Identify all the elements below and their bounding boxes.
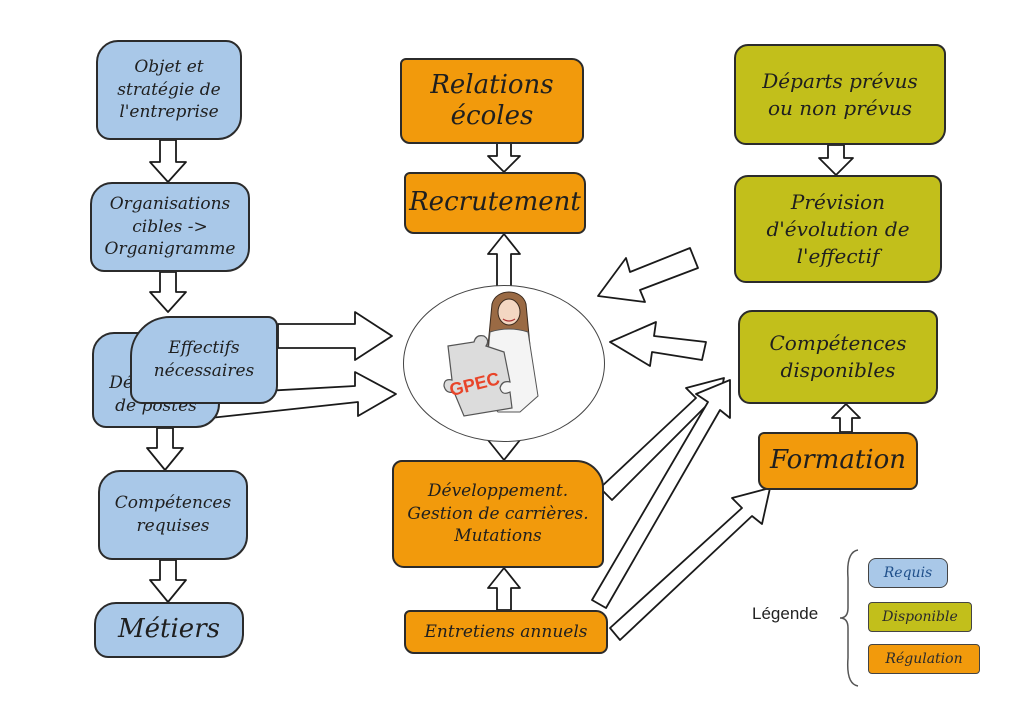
arrow-down [146, 427, 184, 471]
text-line: requises [136, 516, 210, 536]
box-recrutement: Recrutement [404, 172, 586, 234]
arrow-down [487, 142, 521, 173]
text-line: Compétences [114, 493, 232, 514]
text-line: Développement. [427, 480, 569, 501]
text-line: stratégie de [117, 79, 221, 100]
arrow-down [149, 139, 187, 183]
arrow-down [149, 559, 187, 603]
text-line: Compétences [769, 331, 907, 355]
legend-label: Requis [883, 565, 933, 581]
text-line: Formation [769, 445, 907, 476]
text-line: écoles [450, 101, 534, 131]
arrow-up [487, 233, 521, 289]
text-line: Métiers [118, 614, 220, 645]
arrow-left [597, 247, 699, 303]
legend-label: Régulation [885, 651, 963, 667]
person-illustration: GPEC [443, 291, 539, 417]
text-line: l'entreprise [119, 102, 219, 123]
legend-item-regulation: Régulation [868, 644, 980, 674]
text-line: Prévision [790, 189, 886, 214]
arrow-right [209, 371, 397, 419]
text-line: cibles -> [132, 216, 208, 237]
text-line: Relations [430, 69, 554, 100]
box-organisations-cibles: Organisations cibles -> Organigramme [90, 182, 250, 272]
box-formation: Formation [758, 432, 918, 490]
text-line: Organigramme [104, 239, 236, 260]
arrow-diagonal [591, 379, 731, 609]
legend-brace [839, 549, 859, 687]
text-line: d'évolution de [766, 216, 910, 241]
legend-title: Légende [752, 604, 819, 623]
text-line: l'effectif [796, 243, 880, 268]
gpec-circle: GPEC [403, 285, 605, 442]
legend-item-disponible: Disponible [868, 602, 972, 632]
box-developpement: Développement. Gestion de carrières. Mut… [392, 460, 604, 568]
box-prevision-evolution: Prévision d'évolution de l'effectif [734, 175, 942, 283]
text-line: Entretiens annuels [424, 621, 588, 642]
text-line: Départs prévus [762, 68, 918, 93]
text-line: Gestion de carrières. [407, 503, 589, 524]
arrow-up [487, 567, 521, 611]
box-competences-disponibles: Compétences disponibles [738, 310, 938, 404]
text-line: ou non prévus [767, 95, 913, 120]
text-line: Organisations [109, 193, 231, 214]
text-line: Mutations [454, 526, 542, 547]
legend-label: Disponible [882, 609, 958, 625]
arrow-up [831, 403, 861, 433]
arrow-diagonal [609, 487, 771, 641]
text-line: Effectifs [168, 338, 240, 359]
box-relations-ecoles: Relations écoles [400, 58, 584, 144]
arrow-left [609, 321, 707, 367]
arrow-right [277, 311, 393, 361]
box-effectifs-necessaires: Effectifs nécessaires [130, 316, 278, 404]
legend-item-requis: Requis [868, 558, 948, 588]
box-metiers: Métiers [94, 602, 244, 658]
text-line: disponibles [780, 358, 896, 382]
text-line: nécessaires [153, 361, 255, 381]
text-line: Recrutement [409, 187, 581, 218]
arrow-down [149, 271, 187, 313]
box-objet-strategie: Objet et stratégie de l'entreprise [96, 40, 242, 140]
box-departs-prevus: Départs prévus ou non prévus [734, 44, 946, 145]
text-line: Objet et [134, 56, 204, 77]
box-competences-requises: Compétences requises [98, 470, 248, 560]
arrow-down [818, 144, 854, 176]
puzzle-piece-icon [443, 335, 513, 417]
box-entretiens-annuels: Entretiens annuels [404, 610, 608, 654]
